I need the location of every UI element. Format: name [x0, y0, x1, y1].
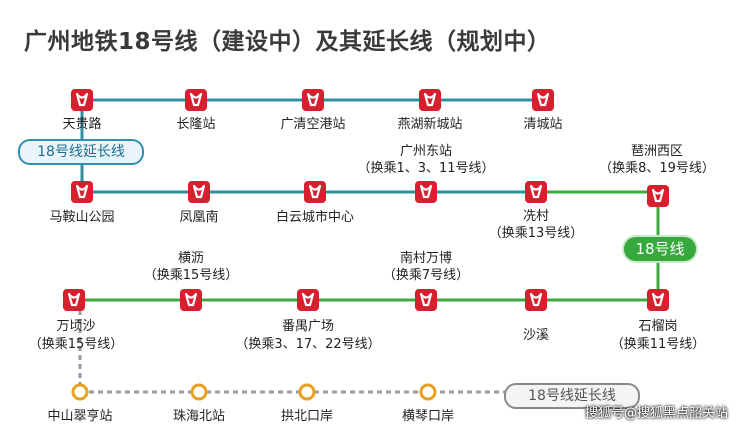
station-label-pazhou-west: 琶洲西区 — [630, 144, 684, 159]
transfer-label-nancun-wanbo: （换乘7号线） — [382, 268, 470, 283]
station-icon-panyu-square — [295, 287, 321, 313]
station-label-qingcheng: 清城站 — [523, 117, 563, 132]
station-label-guangzhou-east: 广州东站 — [399, 144, 453, 159]
transfer-label-pazhou-west: （换乘8、19号线） — [599, 161, 715, 176]
transfer-label-guangzhou-east: （换乘1、3、11号线） — [357, 161, 495, 176]
station-label-zhongshan-cuiheng: 中山翠亨站 — [47, 409, 113, 424]
planned-station-icon-zhuhai-north — [190, 383, 208, 401]
station-icon-xiancun — [523, 179, 549, 205]
south-extension-badge: 18号线延长线 — [504, 383, 640, 409]
station-icon-qingcheng — [530, 87, 556, 113]
watermark: 搜狐号@搜狐黑点韶关站 — [584, 406, 728, 421]
planned-station-icon-hengqin-port — [419, 383, 437, 401]
transfer-label-wanqingsha: （换乘15号线） — [28, 337, 124, 352]
planned-station-icon-gongbei-port — [298, 383, 316, 401]
line18-badge: 18号线 — [624, 237, 696, 261]
station-label-changlong: 长隆站 — [176, 117, 216, 132]
station-icon-tianguilu — [69, 87, 95, 113]
planned-station-icon-zhongshan-cuiheng — [71, 383, 89, 401]
station-icon-fenghuangnan — [186, 179, 212, 205]
north-extension-badge: 18号线延长线 — [18, 139, 144, 165]
transfer-label-panyu-square: （换乘3、17、22号线） — [235, 337, 381, 352]
station-label-fenghuangnan: 凤凰南 — [179, 210, 219, 225]
station-label-xiancun: 冼村 — [522, 209, 550, 224]
station-label-nancun-wanbo: 南村万博 — [399, 251, 453, 266]
station-icon-yanhu-newtown — [417, 87, 443, 113]
transfer-label-hengli: （换乘15号线） — [143, 268, 239, 283]
station-label-gongbei-port: 拱北口岸 — [280, 409, 334, 424]
station-icon-guangzhou-east — [413, 179, 439, 205]
station-label-zhuhai-north: 珠海北站 — [172, 409, 226, 424]
station-icon-nancun-wanbo — [413, 287, 439, 313]
station-icon-hengli — [178, 287, 204, 313]
station-icon-changlong — [183, 87, 209, 113]
station-label-wanqingsha: 万顷沙 — [56, 319, 96, 334]
station-icon-guangqing-airport — [300, 87, 326, 113]
station-icon-pazhou-west — [645, 183, 671, 209]
transfer-label-shiliugang: （换乘11号线） — [610, 337, 706, 352]
map-title: 广州地铁18号线（建设中）及其延长线（规划中） — [24, 29, 551, 55]
station-label-yanhu-newtown: 燕湖新城站 — [397, 117, 463, 132]
station-label-shaxi: 沙溪 — [522, 328, 550, 343]
station-label-shiliugang: 石榴岗 — [638, 319, 678, 334]
station-label-panyu-square: 番禺广场 — [281, 319, 335, 334]
station-label-tianguilu: 天贵路 — [62, 117, 102, 132]
station-label-baiyun-center: 白云城市中心 — [275, 210, 355, 225]
station-icon-shiliugang — [645, 287, 671, 313]
station-icon-wanqingsha — [61, 287, 87, 313]
station-label-hengqin-port: 横琴口岸 — [401, 409, 455, 424]
station-label-maanshan-park: 马鞍山公园 — [49, 210, 115, 225]
station-label-hengli: 横沥 — [177, 251, 205, 266]
transfer-label-xiancun: （换乘13号线） — [488, 226, 584, 241]
station-icon-maanshan-park — [69, 179, 95, 205]
station-label-guangqing-airport: 广清空港站 — [280, 117, 346, 132]
station-icon-baiyun-center — [302, 179, 328, 205]
station-icon-shaxi — [523, 287, 549, 313]
